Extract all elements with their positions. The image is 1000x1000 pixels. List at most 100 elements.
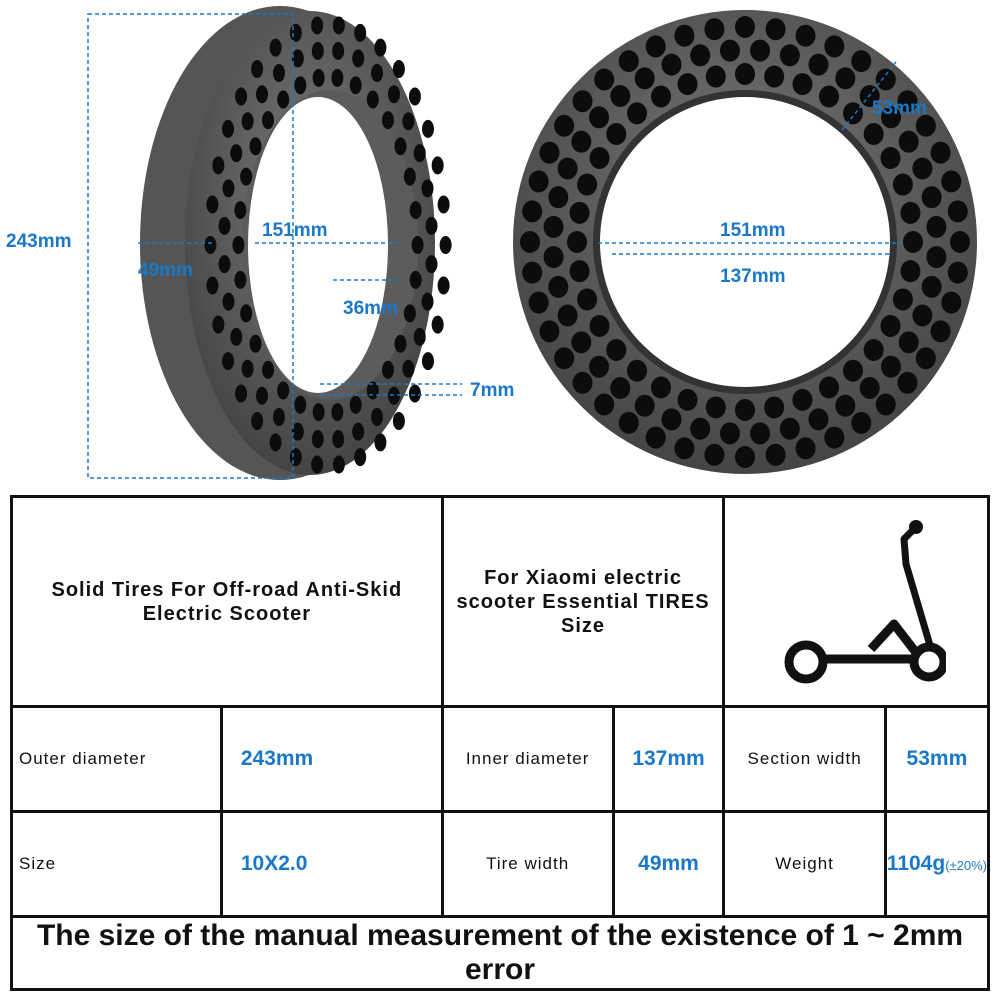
tire-hole [926, 215, 947, 238]
tire-hole [294, 395, 307, 414]
tire-hole [875, 393, 896, 416]
right-inner-label: 151mm [720, 220, 786, 241]
tire-hole [792, 73, 813, 96]
tire-hole [256, 386, 269, 405]
tire-hole [719, 422, 740, 445]
tire-hole [291, 422, 304, 441]
tire-hole [674, 437, 695, 460]
tire-hole [863, 338, 884, 361]
product-title: Solid Tires For Off-road Anti-Skid Elect… [10, 495, 444, 708]
tire-hole [392, 60, 405, 79]
tire-hole [402, 359, 415, 378]
tire-illustration [87, 6, 977, 480]
tire-hole [947, 261, 968, 284]
tire-hole [921, 186, 942, 209]
tire-hole [572, 371, 593, 394]
tire-hole [371, 407, 384, 426]
tire-hole [634, 67, 655, 90]
tire-hole [425, 255, 438, 274]
tire-hole [277, 381, 290, 400]
spec-key: Weight [722, 810, 887, 918]
spec-value: 49mm [611, 810, 726, 918]
tire-hole [294, 76, 307, 95]
tire-hole [394, 137, 407, 156]
tire-hole [589, 315, 610, 337]
tire-hole [352, 49, 365, 68]
tire-hole [332, 430, 345, 449]
tire-hole [548, 186, 569, 209]
outer-diameter-label: 243mm [6, 231, 72, 252]
tire-hole [735, 63, 755, 85]
tire-hole [234, 270, 247, 289]
tire-hole [354, 23, 367, 42]
tire-hole [930, 141, 951, 164]
tire-hole [880, 355, 901, 378]
tire-hole [677, 388, 698, 411]
left-tire-image [140, 6, 452, 480]
tire-hole [571, 130, 592, 153]
tire-hole [863, 123, 884, 146]
tire-hole [543, 246, 564, 269]
tire-hole [528, 170, 549, 193]
tire-hole [291, 49, 304, 68]
right-section-label: 53mm [872, 98, 927, 119]
tire-hole [594, 393, 615, 416]
tire-hole [941, 170, 962, 193]
tire-hole [272, 64, 285, 83]
tire-hole [411, 236, 424, 254]
tire-hole [528, 291, 549, 314]
spec-value: 10X2.0 [219, 810, 444, 918]
tire-hole [222, 119, 235, 138]
tire-hole [332, 16, 345, 35]
tire-hole [269, 433, 282, 452]
tire-hole [651, 85, 671, 108]
tire-hole [554, 114, 575, 137]
spec-key: Size [10, 810, 223, 918]
tire-hole [218, 255, 231, 274]
tire-hole [387, 85, 400, 104]
tire-hole [409, 201, 422, 220]
tire-hole [589, 106, 610, 129]
tire-hole [627, 102, 648, 125]
weight-number: 1104g [886, 852, 946, 875]
tire-hole [661, 408, 682, 431]
tire-hole [289, 448, 302, 467]
tire-hole [371, 64, 384, 83]
tire-hole [522, 200, 543, 223]
tire-hole [912, 304, 933, 327]
left-width-label: 49mm [138, 260, 193, 281]
tire-hole [921, 275, 942, 298]
dimension-lines [87, 13, 905, 479]
footer-note: The size of the manual measurement of th… [10, 915, 990, 991]
tire-hole [232, 236, 245, 254]
tire-hole [627, 359, 648, 382]
tire-hole [204, 236, 217, 254]
tire-hole [735, 399, 755, 421]
tire-hole [859, 376, 880, 399]
tire-hole [835, 394, 856, 417]
tire-hole [206, 195, 219, 214]
tire-hole [779, 417, 800, 440]
tire-hole [331, 68, 344, 87]
tire-hole [898, 331, 919, 354]
tire-hole [235, 384, 248, 403]
tire-hole [719, 39, 740, 62]
tire-hole [212, 315, 225, 334]
weight-value: 1104g(±20%) [883, 810, 991, 918]
tire-hole [332, 41, 345, 60]
tire-hole [366, 90, 379, 109]
tire-hole [915, 114, 936, 137]
tire-hole [206, 276, 219, 295]
tire-hole [241, 359, 254, 378]
tire-hole [835, 67, 856, 90]
tire-hole [230, 144, 243, 163]
tire-hole [413, 327, 426, 346]
tire-hole [875, 68, 896, 91]
tire-hole [851, 50, 872, 73]
tire-hole [950, 231, 970, 253]
tire-hole [249, 334, 262, 353]
tire-hole [332, 455, 345, 474]
tire-hole [522, 261, 543, 284]
tire-hole [947, 200, 968, 223]
spec-key: Outer diameter [10, 705, 223, 813]
